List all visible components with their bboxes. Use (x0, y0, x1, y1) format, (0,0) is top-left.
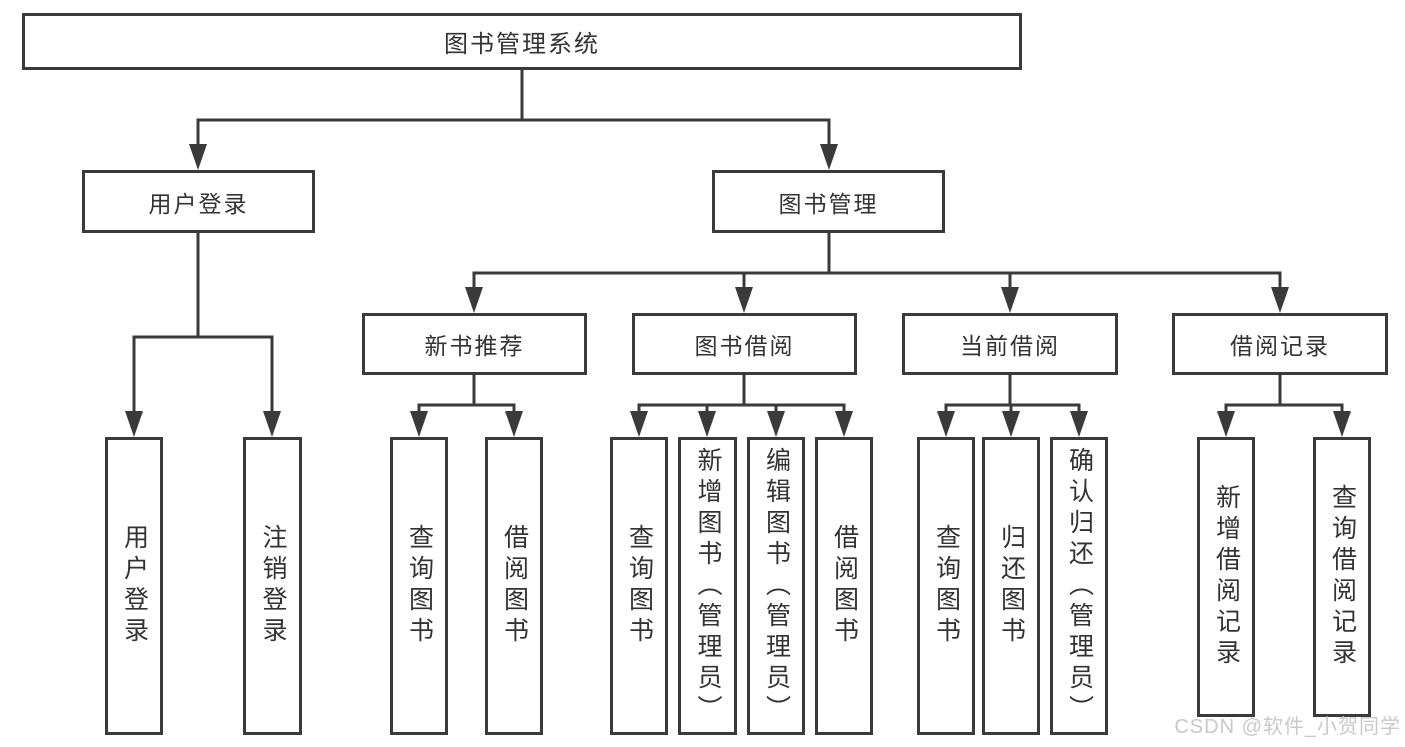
leaf-query-borrow-record: 查询借阅记录 (1313, 437, 1371, 717)
leaf-borrow-books-recommend: 借阅图书 (485, 437, 543, 735)
leaf-add-borrow-record: 新增借阅记录 (1197, 437, 1255, 717)
node-new-book-recommend: 新书推荐 (362, 313, 587, 375)
leaf-logout: 注销登录 (243, 437, 302, 735)
leaf-edit-book-admin: 编辑图书（管理员） (747, 437, 805, 735)
leaf-user-login: 用户登录 (105, 437, 163, 735)
node-book-borrow: 图书借阅 (632, 313, 857, 375)
leaf-query-books-current: 查询图书 (917, 437, 975, 735)
leaf-borrow-books: 借阅图书 (815, 437, 873, 735)
node-current-borrow: 当前借阅 (902, 313, 1118, 375)
csdn-watermark: CSDN @软件_小贺同学 (1174, 716, 1401, 738)
leaf-return-book: 归还图书 (982, 437, 1040, 735)
leaf-query-books-recommend: 查询图书 (390, 437, 448, 735)
node-root-library-system: 图书管理系统 (22, 13, 1022, 70)
node-user-login: 用户登录 (82, 170, 315, 233)
node-borrow-records: 借阅记录 (1172, 313, 1388, 375)
leaf-confirm-return-admin: 确认归还（管理员） (1050, 437, 1108, 735)
leaf-add-book-admin: 新增图书（管理员） (678, 437, 737, 735)
leaf-query-books-borrow: 查询图书 (610, 437, 668, 735)
node-book-management: 图书管理 (712, 170, 945, 233)
